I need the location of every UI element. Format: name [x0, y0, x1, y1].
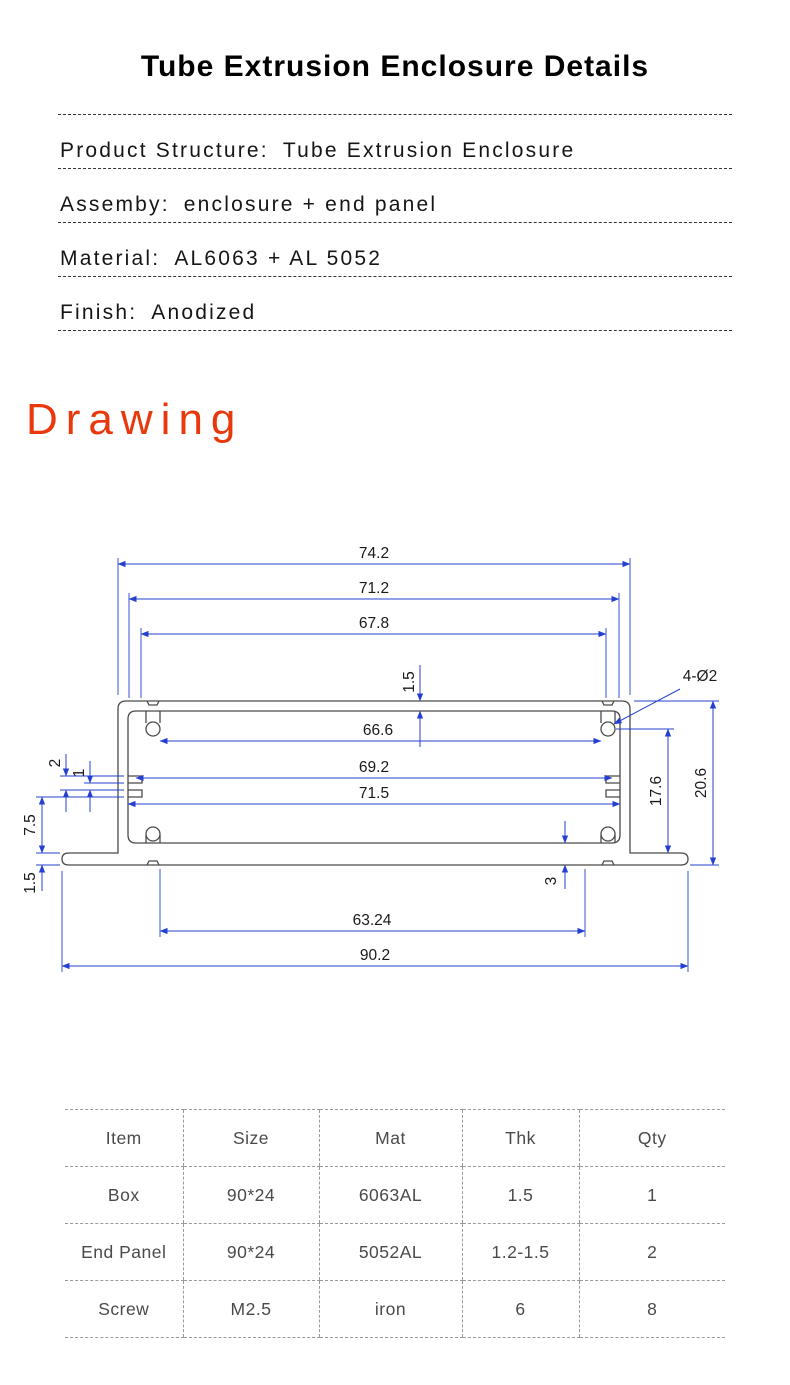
table-cell: 1.5 — [461, 1166, 579, 1224]
dim-67-8: 67.8 — [140, 615, 607, 698]
hole-callout-label: 4-Ø2 — [683, 668, 717, 685]
dim-1-5-top-wall: 1.5 — [401, 665, 424, 747]
table-header-qty: Qty — [578, 1109, 725, 1167]
table-header-mat: Mat — [318, 1109, 462, 1167]
screw-boss-bottom-right — [600, 826, 616, 842]
table-cell: 90*24 — [182, 1223, 319, 1281]
dim-label: 1.5 — [22, 872, 39, 894]
dim-71-5: 71.5 — [127, 785, 621, 808]
table-cell: 1 — [578, 1166, 725, 1224]
dim-69-2: 69.2 — [135, 759, 613, 782]
table-header-row: Item Size Mat Thk Qty — [65, 1109, 725, 1167]
table-cell: 5052AL — [318, 1223, 462, 1281]
dim-label: 71.5 — [359, 785, 389, 802]
table-cell: 8 — [578, 1280, 725, 1338]
page-title: Tube Extrusion Enclosure Details — [140, 50, 650, 83]
dim-17-6: 17.6 — [616, 728, 674, 854]
enclosure-profile — [61, 700, 689, 866]
technical-drawing: 74.2 71.2 67.8 1.5 4-Ø2 66.6 69.2 71.5 — [22, 545, 719, 972]
table-header-thk: Thk — [461, 1109, 579, 1167]
dim-label: 71.2 — [359, 580, 389, 597]
table-cell: iron — [318, 1280, 462, 1338]
dim-20-6: 20.6 — [634, 700, 719, 866]
dim-66-6: 66.6 — [159, 722, 602, 745]
screw-boss-top-left — [145, 721, 161, 737]
spec-material: Material: AL6063 + AL 5052 — [58, 223, 732, 277]
table-cell: 6063AL — [318, 1166, 462, 1224]
table-header-item: Item — [65, 1109, 183, 1167]
spec-value: enclosure + end panel — [183, 193, 438, 216]
dim-label: 1 — [71, 769, 88, 778]
dim-label: 67.8 — [359, 615, 389, 632]
dim-3: 3 — [543, 821, 569, 889]
dim-label: 90.2 — [360, 947, 390, 964]
dim-label: 66.6 — [363, 722, 393, 739]
drawing-section-heading: Drawing — [26, 395, 244, 444]
spec-finish: Finish: Anodized — [58, 277, 732, 331]
table-row-screw: Screw M2.5 iron 6 8 — [65, 1280, 725, 1338]
dim-label: 63.24 — [353, 912, 392, 929]
dim-label: 3 — [543, 877, 560, 886]
dim-label: 74.2 — [359, 545, 389, 562]
spec-product-structure: Product Structure: Tube Extrusion Enclosu… — [58, 115, 732, 169]
screw-boss-bottom-left — [145, 826, 161, 842]
dim-74-2: 74.2 — [117, 545, 631, 695]
dim-63-24: 63.24 — [159, 869, 586, 937]
spec-assembly: Assemby: enclosure + end panel — [58, 169, 732, 223]
table-cell: 6 — [461, 1280, 579, 1338]
table-header-size: Size — [182, 1109, 319, 1167]
table-cell: End Panel — [65, 1223, 183, 1281]
bom-table: Item Size Mat Thk Qty Box 90*24 6063AL 1… — [65, 1109, 725, 1338]
callout-4-holes: 4-Ø2 — [613, 668, 717, 725]
dim-71-2: 71.2 — [128, 580, 620, 698]
table-cell: 90*24 — [182, 1166, 319, 1224]
spec-value: Anodized — [151, 301, 257, 324]
spec-label: Material: — [60, 247, 161, 270]
dim-label: 69.2 — [359, 759, 389, 776]
technical-drawing-container: 74.2 71.2 67.8 1.5 4-Ø2 66.6 69.2 71.5 — [20, 541, 790, 991]
table-cell: 2 — [578, 1223, 725, 1281]
dim-1-groove: 1 — [71, 761, 124, 812]
dim-7-5: 7.5 — [22, 796, 124, 854]
table-cell: Screw — [65, 1280, 183, 1338]
screw-boss-top-right — [600, 721, 616, 737]
dim-1-5-base: 1.5 — [22, 864, 60, 894]
spec-value: AL6063 + AL 5052 — [174, 247, 383, 270]
table-cell: M2.5 — [182, 1280, 319, 1338]
table-row-end-panel: End Panel 90*24 5052AL 1.2-1.5 2 — [65, 1223, 725, 1281]
dim-90-2: 90.2 — [61, 871, 689, 972]
spec-label: Assemby: — [60, 193, 170, 216]
spec-label: Product Structure: — [60, 139, 269, 162]
table-cell: Box — [65, 1166, 183, 1224]
dim-label: 1.5 — [401, 671, 418, 693]
spec-value: Tube Extrusion Enclosure — [282, 139, 576, 162]
table-cell: 1.2-1.5 — [461, 1223, 579, 1281]
table-row-box: Box 90*24 6063AL 1.5 1 — [65, 1166, 725, 1224]
spec-label: Finish: — [60, 301, 138, 324]
dim-label: 2 — [47, 759, 64, 768]
spec-list: Product Structure: Tube Extrusion Enclosu… — [58, 114, 732, 331]
dim-label: 17.6 — [648, 776, 665, 806]
dim-label: 20.6 — [693, 768, 710, 798]
dim-label: 7.5 — [22, 814, 39, 836]
